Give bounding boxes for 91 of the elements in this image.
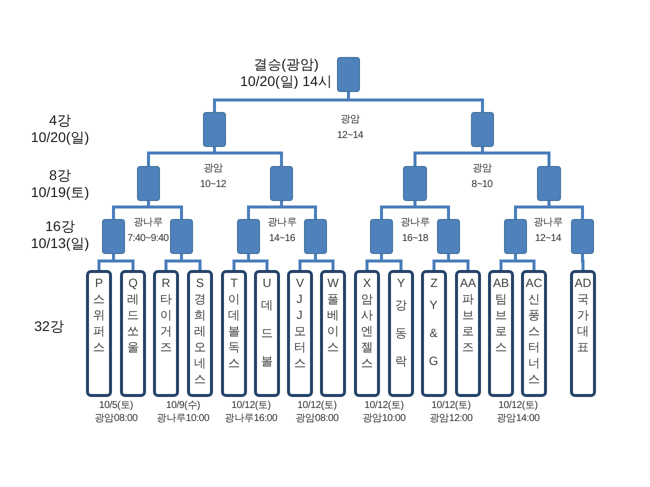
bracket-line [112, 254, 134, 270]
match-box [170, 219, 193, 254]
match-schedule-label: 10/12(토) 광암10:00 [362, 399, 406, 425]
team-box [421, 270, 447, 397]
team-letter: R [162, 275, 170, 291]
team-letter: Y [396, 275, 405, 291]
bracket-line [380, 254, 402, 270]
match-time-label: 광나루 14~16 [268, 216, 296, 246]
bracket-line [213, 147, 283, 166]
team-name: 파브로즈 [462, 291, 474, 355]
team-letter: Z [430, 275, 438, 291]
team-box [388, 270, 414, 397]
team-name: 경희레오네스 [194, 291, 206, 387]
match-schedule-label: 10/12(토) 광암14:00 [496, 399, 540, 425]
bracket-line [514, 254, 536, 270]
bracket-line [280, 201, 317, 219]
match-box [237, 219, 260, 254]
match-time-label: 광나루 12~14 [534, 216, 562, 246]
team-name: 레드쏘울 [127, 291, 139, 355]
team-letter: AD [574, 275, 592, 291]
round-label: 16강 10/13(일) [30, 218, 90, 252]
match-box [437, 219, 460, 254]
bracket-line [447, 254, 470, 270]
team-box [254, 270, 280, 397]
match-box [471, 112, 494, 147]
team-name: 신풍스터너스 [528, 291, 540, 387]
team-letter: AA [460, 275, 476, 291]
team-name: 스위퍼스 [93, 291, 105, 355]
match-time-label: 광암 12~14 [336, 113, 364, 143]
team-letter: S [196, 275, 204, 291]
team-letter: U [262, 275, 272, 291]
team-name: 팀브로스 [495, 291, 507, 355]
match-schedule-label: 10/5(토) 광암08:00 [94, 399, 138, 425]
team-name: 강동락 [395, 297, 407, 370]
match-box [370, 219, 393, 254]
round-label: 8강 10/19(토) [30, 167, 90, 201]
team-name: 타이거즈 [160, 291, 172, 355]
team-name: JJ모터스 [294, 291, 306, 371]
final-heading: 결승(광암) 10/20(일) 14시 [239, 56, 333, 90]
match-schedule-label: 10/12(토) 광나루16:00 [224, 399, 278, 425]
team-box [287, 270, 313, 397]
team-box [221, 270, 247, 397]
team-letter: P [94, 275, 103, 291]
team-box [521, 270, 547, 397]
bracket-line [314, 254, 334, 270]
bracket-line [414, 201, 450, 219]
team-name: 국가대표 [577, 291, 589, 355]
match-box [102, 219, 125, 254]
match-box [571, 219, 594, 254]
match-time-label: 광나루 16~18 [400, 216, 430, 246]
bracket-line [581, 254, 584, 270]
team-letter: Q [128, 275, 138, 291]
team-box [86, 270, 112, 397]
team-letter: W [327, 275, 339, 291]
match-box [537, 166, 561, 201]
team-letter: AC [526, 275, 542, 291]
team-box [187, 270, 213, 397]
match-time-label: 광나루 7:40~9:40 [127, 216, 169, 246]
bracket-line [548, 201, 584, 219]
match-schedule-label: 10/9(수) 광나루10:00 [156, 399, 210, 425]
match-time-label: 광암 8~10 [472, 162, 492, 192]
match-schedule-label: 10/12(토) 광암08:00 [296, 399, 338, 425]
team-box [570, 270, 596, 397]
match-box [304, 219, 327, 254]
match-box [270, 166, 293, 201]
match-box [337, 57, 360, 92]
team-box [320, 270, 346, 397]
round-label: 4강 10/20(일) [30, 112, 90, 146]
team-box [455, 270, 481, 397]
team-letter: V [296, 275, 304, 291]
match-time-label: 광암 10~12 [200, 162, 226, 192]
team-box [354, 270, 380, 397]
team-name: 이데볼독스 [228, 291, 240, 371]
team-letter: X [362, 275, 371, 291]
match-schedule-label: 10/12(토) 광암12:00 [430, 399, 472, 425]
round-label: 32강 [34, 318, 64, 335]
team-letter: T [230, 275, 238, 291]
team-name: Y&G [428, 297, 440, 370]
team-box [488, 270, 514, 397]
team-name: 풀베이스 [327, 291, 339, 355]
team-letter: AB [492, 275, 509, 291]
team-name: 암사엔젤스 [361, 291, 373, 371]
bracket-line [180, 254, 202, 270]
match-box [504, 219, 527, 254]
team-box [153, 270, 179, 397]
match-box [137, 166, 160, 201]
match-box [203, 112, 226, 147]
team-name: 데드볼 [261, 297, 273, 370]
team-box [120, 270, 146, 397]
match-box [403, 166, 427, 201]
bracket-line [247, 254, 268, 270]
